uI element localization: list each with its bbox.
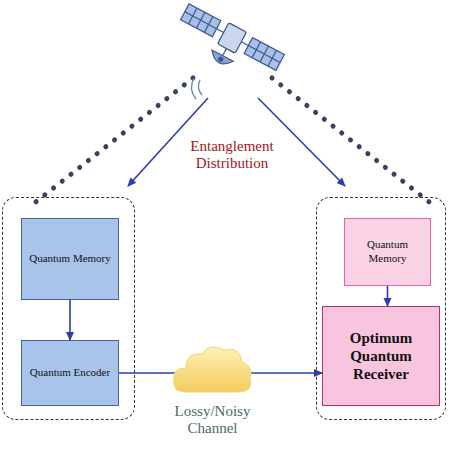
group-box: Quantum MemoryOptimum Quantum Receiver: [316, 197, 446, 420]
flow-arrow: [69, 300, 71, 340]
flow-arrow: [119, 372, 322, 374]
box-text: Quantum Memory: [345, 236, 430, 268]
satellite-icon: [171, 2, 285, 88]
dotted-link: [272, 78, 433, 205]
box-text: Optimum Quantum Receiver: [323, 327, 439, 385]
encoder-box: Quantum Encoder: [21, 340, 119, 406]
channel-label: Lossy/Noisy Channel: [160, 403, 265, 438]
channel-cloud: [174, 347, 251, 392]
memory-box: Quantum Memory: [344, 218, 431, 286]
receiver-box: Optimum Quantum Receiver: [322, 306, 440, 406]
signal-waves: [191, 78, 202, 99]
box-text: Quantum Memory: [27, 250, 113, 268]
box-text: Quantum Encoder: [28, 364, 112, 382]
group-box: Quantum MemoryQuantum Encoder: [2, 197, 135, 420]
flow-arrow: [387, 286, 389, 306]
distribution-label: Entanglement Distribution: [167, 138, 297, 173]
memory-box: Quantum Memory: [21, 218, 119, 300]
